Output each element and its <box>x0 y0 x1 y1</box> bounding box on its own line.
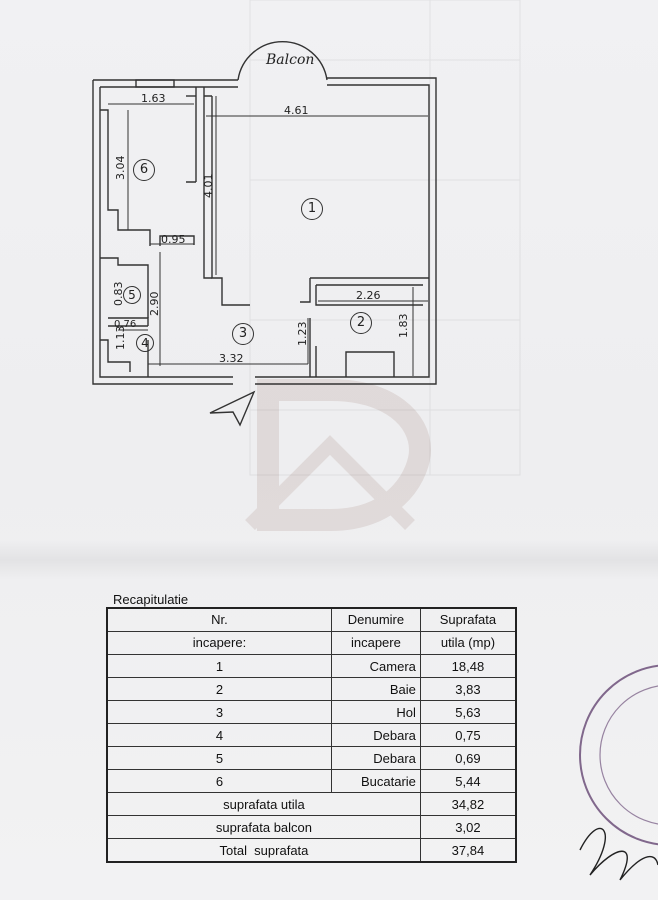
table-header-row-2: incapere: incapere utila (mp) <box>106 631 517 655</box>
row-area: 0,75 <box>419 723 517 747</box>
table-row: 1 Camera 18,48 <box>106 654 517 678</box>
row-nr: 5 <box>106 746 332 770</box>
row-area: 5,44 <box>419 769 517 793</box>
row-name: Debara <box>330 723 421 747</box>
dim-hall-width: 3.32 <box>219 352 244 365</box>
row-area: 18,48 <box>419 654 517 678</box>
table-row: 5 Debara 0,69 <box>106 746 517 770</box>
summary-title: Recapitulatie <box>113 592 189 607</box>
total-value: 34,82 <box>419 792 517 816</box>
official-stamp <box>579 664 658 881</box>
header-name-line2: incapere <box>330 631 421 655</box>
row-name: Camera <box>330 654 421 678</box>
dim-pantry4-width: 0.76 <box>114 319 137 330</box>
background-grid <box>249 0 521 476</box>
row-area: 5,63 <box>419 700 517 724</box>
dim-room-length: 4.01 <box>202 173 215 199</box>
header-nr: Nr. <box>106 607 332 632</box>
row-nr: 2 <box>106 677 332 701</box>
header-area-line2: utila (mp) <box>419 631 517 655</box>
room-number-3: 3 <box>232 323 254 345</box>
row-name: Bucatarie <box>330 769 421 793</box>
total-label: suprafata balcon <box>106 815 421 839</box>
paper-fold <box>0 540 658 580</box>
balcony-label: Balcon <box>266 52 315 68</box>
room-number-5: 5 <box>123 286 141 304</box>
total-label: suprafata utila <box>106 792 421 816</box>
room-number-1: 1 <box>301 198 323 220</box>
dim-bath-width: 2.26 <box>356 289 381 302</box>
total-row: Total suprafata 37,84 <box>106 838 517 863</box>
header-area: Suprafata <box>419 607 517 632</box>
row-nr: 1 <box>106 654 332 678</box>
header-name: Denumire <box>330 607 421 632</box>
total-row: suprafata utila 34,82 <box>106 792 517 816</box>
row-area: 0,69 <box>419 746 517 770</box>
header-nr-line2: incapere: <box>106 631 332 655</box>
dim-hall-small: 0.95 <box>161 233 186 246</box>
row-name: Debara <box>330 746 421 770</box>
dim-bath-length: 1.83 <box>397 313 410 339</box>
table-row: 3 Hol 5,63 <box>106 700 517 724</box>
table-row: 6 Bucatarie 5,44 <box>106 769 517 793</box>
total-label: Total suprafata <box>106 838 421 863</box>
dim-pantry4-height: 1.13 <box>114 325 127 351</box>
summary-table: Nr. Denumire Suprafata incapere: incaper… <box>106 607 517 863</box>
dim-hall-depth: 1.23 <box>296 321 309 347</box>
watermark-logo <box>245 379 432 531</box>
dim-kitchen-width: 1.63 <box>141 92 166 105</box>
total-row: suprafata balcon 3,02 <box>106 815 517 839</box>
row-nr: 3 <box>106 700 332 724</box>
total-value: 37,84 <box>419 838 517 863</box>
table-header-row: Nr. Denumire Suprafata <box>106 607 517 632</box>
dim-kitchen-length: 3.04 <box>114 155 127 181</box>
north-arrow-icon <box>209 390 256 427</box>
room-number-6: 6 <box>133 159 155 181</box>
table-row: 2 Baie 3,83 <box>106 677 517 701</box>
table-row: 4 Debara 0,75 <box>106 723 517 747</box>
room-number-2: 2 <box>350 312 372 334</box>
row-nr: 4 <box>106 723 332 747</box>
row-nr: 6 <box>106 769 332 793</box>
dim-hall-height: 2.90 <box>148 291 161 317</box>
total-value: 3,02 <box>419 815 517 839</box>
row-name: Baie <box>330 677 421 701</box>
room-number-4: 4 <box>136 334 154 352</box>
row-area: 3,83 <box>419 677 517 701</box>
dim-room-width: 4.61 <box>284 104 309 117</box>
row-name: Hol <box>330 700 421 724</box>
floor-plan <box>92 0 521 531</box>
